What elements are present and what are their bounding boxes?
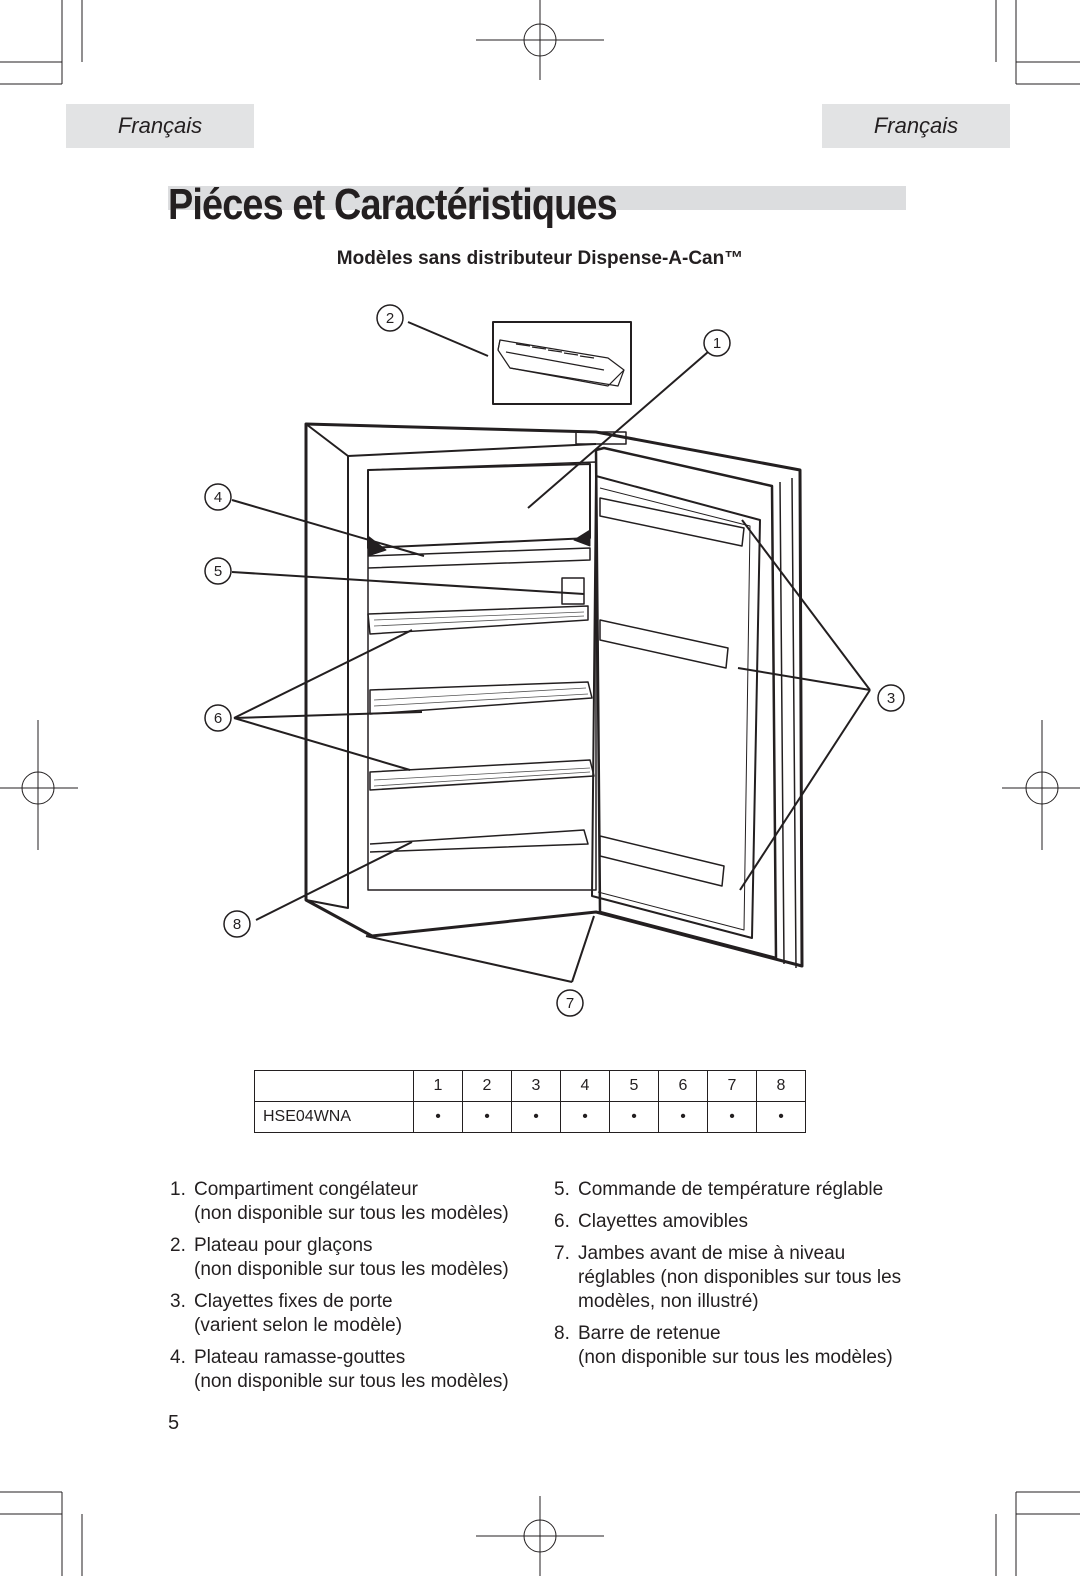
item-number: 5.	[554, 1179, 570, 1200]
parts-list-left: 1. Compartiment congélateur (non disponi…	[170, 1178, 530, 1402]
table-header-cell: 3	[511, 1070, 561, 1102]
item-name: Compartiment congélateur	[194, 1179, 418, 1200]
feature-mark: •	[560, 1101, 610, 1133]
parts-list-right: 5. Commande de température réglable 6. C…	[554, 1178, 914, 1378]
item-number: 8.	[554, 1323, 570, 1344]
feature-mark: •	[756, 1101, 806, 1133]
callout-7-label: 7	[566, 995, 574, 1012]
feature-mark: •	[462, 1101, 512, 1133]
item-note: (non disponible sur tous les modèles)	[578, 1347, 893, 1368]
item-number: 6.	[554, 1211, 570, 1232]
feature-mark: •	[413, 1101, 463, 1133]
callout-7	[556, 989, 584, 1017]
callout-3	[877, 684, 905, 712]
table-header-cell: 5	[609, 1070, 659, 1102]
list-item: 2. Plateau pour glaçons (non disponible …	[170, 1234, 530, 1282]
table-header-cell: 6	[658, 1070, 708, 1102]
table-row: HSE04WNA • • • • • • • •	[254, 1101, 806, 1133]
item-number: 7.	[554, 1243, 570, 1264]
list-item: 5. Commande de température réglable	[554, 1178, 914, 1202]
callout-6-label: 6	[214, 710, 222, 727]
list-item: 7. Jambes avant de mise à niveau réglabl…	[554, 1242, 914, 1314]
callout-6	[204, 704, 232, 732]
feature-mark: •	[707, 1101, 757, 1133]
callout-8-label: 8	[233, 916, 241, 933]
feature-mark: •	[658, 1101, 708, 1133]
list-item: 4. Plateau ramasse-gouttes (non disponib…	[170, 1346, 530, 1394]
list-item: 8. Barre de retenue (non disponible sur …	[554, 1322, 914, 1370]
feature-mark: •	[609, 1101, 659, 1133]
ice-tray-illustration	[497, 339, 625, 387]
item-name: Clayettes fixes de porte	[194, 1291, 393, 1312]
item-number: 3.	[170, 1291, 186, 1312]
callout-4	[204, 483, 232, 511]
item-name: Barre de retenue	[578, 1323, 721, 1344]
item-note: (varient selon le modèle)	[194, 1315, 403, 1336]
item-name: Commande de température réglable	[578, 1179, 884, 1200]
callout-2	[376, 304, 404, 332]
item-note: (non disponible sur tous les modèles)	[194, 1259, 509, 1280]
list-item: 1. Compartiment congélateur (non disponi…	[170, 1178, 530, 1226]
item-name: Plateau pour glaçons	[194, 1235, 373, 1256]
table-header-cell: 1	[413, 1070, 463, 1102]
list-item: 6. Clayettes amovibles	[554, 1210, 914, 1234]
table-header-cell: 2	[462, 1070, 512, 1102]
item-name: Clayettes amovibles	[578, 1211, 749, 1232]
list-item: 3. Clayettes fixes de porte (varient sel…	[170, 1290, 530, 1338]
callout-5-label: 5	[214, 563, 222, 580]
table-header-cell	[254, 1070, 414, 1102]
page-title: Piéces et Caractéristiques	[168, 180, 618, 229]
callout-8	[223, 910, 251, 938]
page-number: 5	[168, 1412, 180, 1434]
item-name: Jambes avant de mise à niveau	[578, 1243, 846, 1264]
ice-tray-inset-frame	[492, 321, 632, 405]
table-header-cell: 7	[707, 1070, 757, 1102]
item-note: (non disponible sur tous les modèles)	[194, 1371, 509, 1392]
model-features-table: 1 2 3 4 5 6 7 8 HSE04WNA • • • • • • • •	[254, 1070, 806, 1133]
callout-4-label: 4	[214, 489, 222, 506]
callout-1	[703, 329, 731, 357]
item-number: 2.	[170, 1235, 186, 1256]
table-header-cell: 4	[560, 1070, 610, 1102]
model-name-cell: HSE04WNA	[254, 1101, 414, 1133]
item-name: Plateau ramasse-gouttes	[194, 1347, 406, 1368]
callout-3-label: 3	[887, 690, 895, 707]
section-subtitle: Modèles sans distributeur Dispense-A-Can…	[336, 248, 744, 269]
item-note: (non disponible sur tous les modèles)	[194, 1203, 509, 1224]
language-tab-left: Français	[66, 104, 254, 148]
title-underbar	[168, 186, 906, 210]
callout-2-label: 2	[386, 310, 394, 327]
feature-mark: •	[511, 1101, 561, 1133]
item-number: 4.	[170, 1347, 186, 1368]
table-header-cell: 8	[756, 1070, 806, 1102]
table-header-row: 1 2 3 4 5 6 7 8	[254, 1070, 806, 1102]
language-tab-right: Français	[822, 104, 1010, 148]
item-note: réglables (non disponibles sur tous les …	[578, 1267, 902, 1312]
item-number: 1.	[170, 1179, 186, 1200]
callout-1-label: 1	[713, 335, 721, 352]
callout-5	[204, 557, 232, 585]
